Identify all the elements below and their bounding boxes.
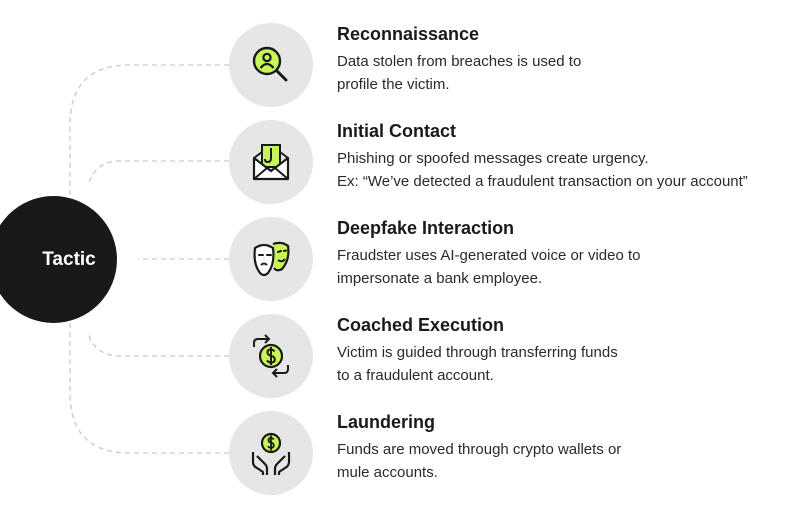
step-title: Reconnaissance	[337, 24, 480, 44]
description-line: Fraudster uses AI-generated voice or vid…	[337, 247, 641, 264]
icon-circle	[229, 120, 313, 204]
step-title: Deepfake Interaction	[337, 218, 515, 238]
connector-laundering	[69, 318, 229, 454]
icon-circle	[229, 411, 313, 495]
description-line: Victim is guided through transferring fu…	[337, 344, 618, 361]
step-description: Victim is guided through transferring fu…	[337, 341, 800, 387]
description-line: Ex: “We’ve detected a fraudulent transac…	[337, 173, 748, 190]
hands-coin-icon	[251, 432, 291, 475]
connector-coached-execution	[87, 332, 229, 357]
icon-circle	[229, 314, 313, 398]
icon-circle	[229, 23, 313, 107]
description-line: Data stolen from breaches is used to	[337, 53, 582, 70]
description-line: profile the victim.	[337, 76, 450, 93]
step-title: Laundering	[337, 412, 435, 432]
connector-initial-contact	[87, 160, 229, 186]
description-line: to a fraudulent account.	[337, 367, 494, 384]
icon-circle	[229, 217, 313, 301]
dollar-transfer-arrows-icon	[253, 334, 289, 378]
tactic-hub-label: Tactic	[42, 248, 96, 270]
step-deepfake-interaction: Deepfake Interaction Fraudster uses AI-g…	[229, 217, 800, 301]
description-line: impersonate a bank employee.	[337, 270, 543, 287]
step-reconnaissance: Reconnaissance Data stolen from breaches…	[229, 23, 800, 107]
step-description: Fraudster uses AI-generated voice or vid…	[337, 244, 800, 290]
magnifier-person-icon	[252, 46, 288, 82]
envelope-hook-icon	[252, 144, 290, 181]
step-title: Initial Contact	[337, 121, 457, 141]
step-title: Coached Execution	[337, 315, 505, 335]
connector-reconnaissance	[69, 64, 229, 200]
step-coached-execution: Coached Execution Victim is guided throu…	[229, 314, 800, 398]
step-laundering: Laundering Funds are moved through crypt…	[229, 411, 800, 495]
tactic-hub	[0, 196, 117, 323]
theater-masks-icon	[253, 241, 290, 277]
description-line: Funds are moved through crypto wallets o…	[337, 441, 622, 458]
step-description: Phishing or spoofed messages create urge…	[337, 147, 800, 193]
description-line: Phishing or spoofed messages create urge…	[337, 150, 649, 167]
step-description: Data stolen from breaches is used to pro…	[337, 50, 800, 96]
description-line: mule accounts.	[337, 464, 438, 481]
step-initial-contact: Initial Contact Phishing or spoofed mess…	[229, 120, 800, 204]
step-description: Funds are moved through crypto wallets o…	[337, 438, 800, 484]
